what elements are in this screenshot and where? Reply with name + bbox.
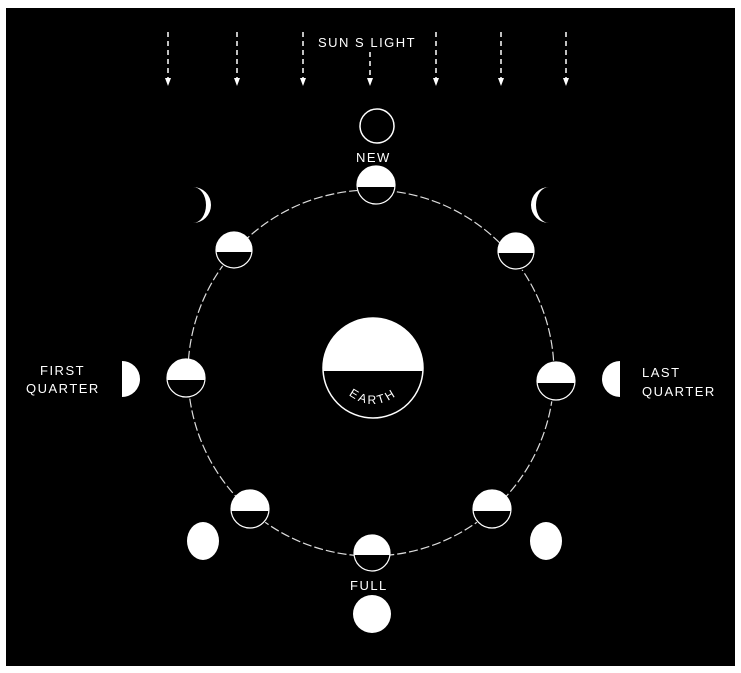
waning-gibbous-icon: [530, 522, 562, 560]
sunlight-label: SUN S LIGHT: [318, 35, 416, 51]
orbit-moon-first-quarter: [167, 359, 205, 399]
orbit-moon-full: [354, 535, 390, 573]
first-quarter-label-line1: FIRST: [40, 363, 85, 379]
new-moon-icon: [360, 109, 394, 143]
waxing-gibbous-icon: [187, 522, 219, 560]
full-label: FULL: [350, 578, 388, 594]
orbit-moon-waxing-gibbous: [231, 490, 269, 530]
orbit-moon-last-quarter: [537, 362, 575, 402]
orbit-moon-new: [357, 166, 395, 206]
orbit-moon-waning-crescent: [498, 233, 534, 271]
last-quarter-label-line1: LAST: [642, 365, 681, 381]
orbit-moon-waning-gibbous: [473, 490, 511, 530]
full-moon-icon: [353, 595, 391, 633]
first-quarter-label-line2: QUARTER: [26, 381, 100, 397]
orbit-moon-waxing-crescent: [216, 232, 252, 270]
last-quarter-label-line2: QUARTER: [642, 384, 716, 400]
new-label: NEW: [356, 150, 391, 166]
